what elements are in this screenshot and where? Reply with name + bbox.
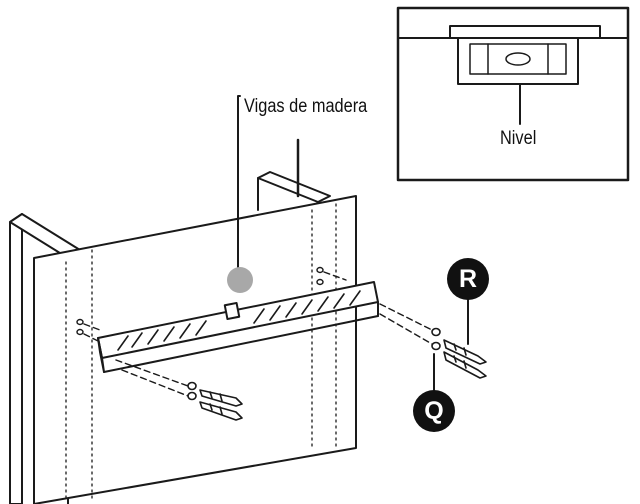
- left-anchors-and-bolts: [187, 381, 243, 421]
- wall-holes: [76, 266, 324, 336]
- bolt-callout-badge: R: [447, 258, 489, 300]
- level-inset-box: [396, 6, 630, 182]
- level-label: Nivel: [500, 128, 537, 149]
- wood-studs-label: Vigas de madera: [244, 96, 368, 117]
- right-anchors-and-bolts: [431, 327, 487, 379]
- wall-mount-bracket: [97, 281, 379, 373]
- alignment-dashed-lines: [83, 271, 433, 397]
- stud-marker-dot: [227, 267, 253, 293]
- anchor-callout-badge: Q: [413, 390, 455, 432]
- wall-board: [33, 138, 357, 504]
- bracket-slots: [117, 290, 361, 351]
- stud-label-leader: [237, 95, 241, 275]
